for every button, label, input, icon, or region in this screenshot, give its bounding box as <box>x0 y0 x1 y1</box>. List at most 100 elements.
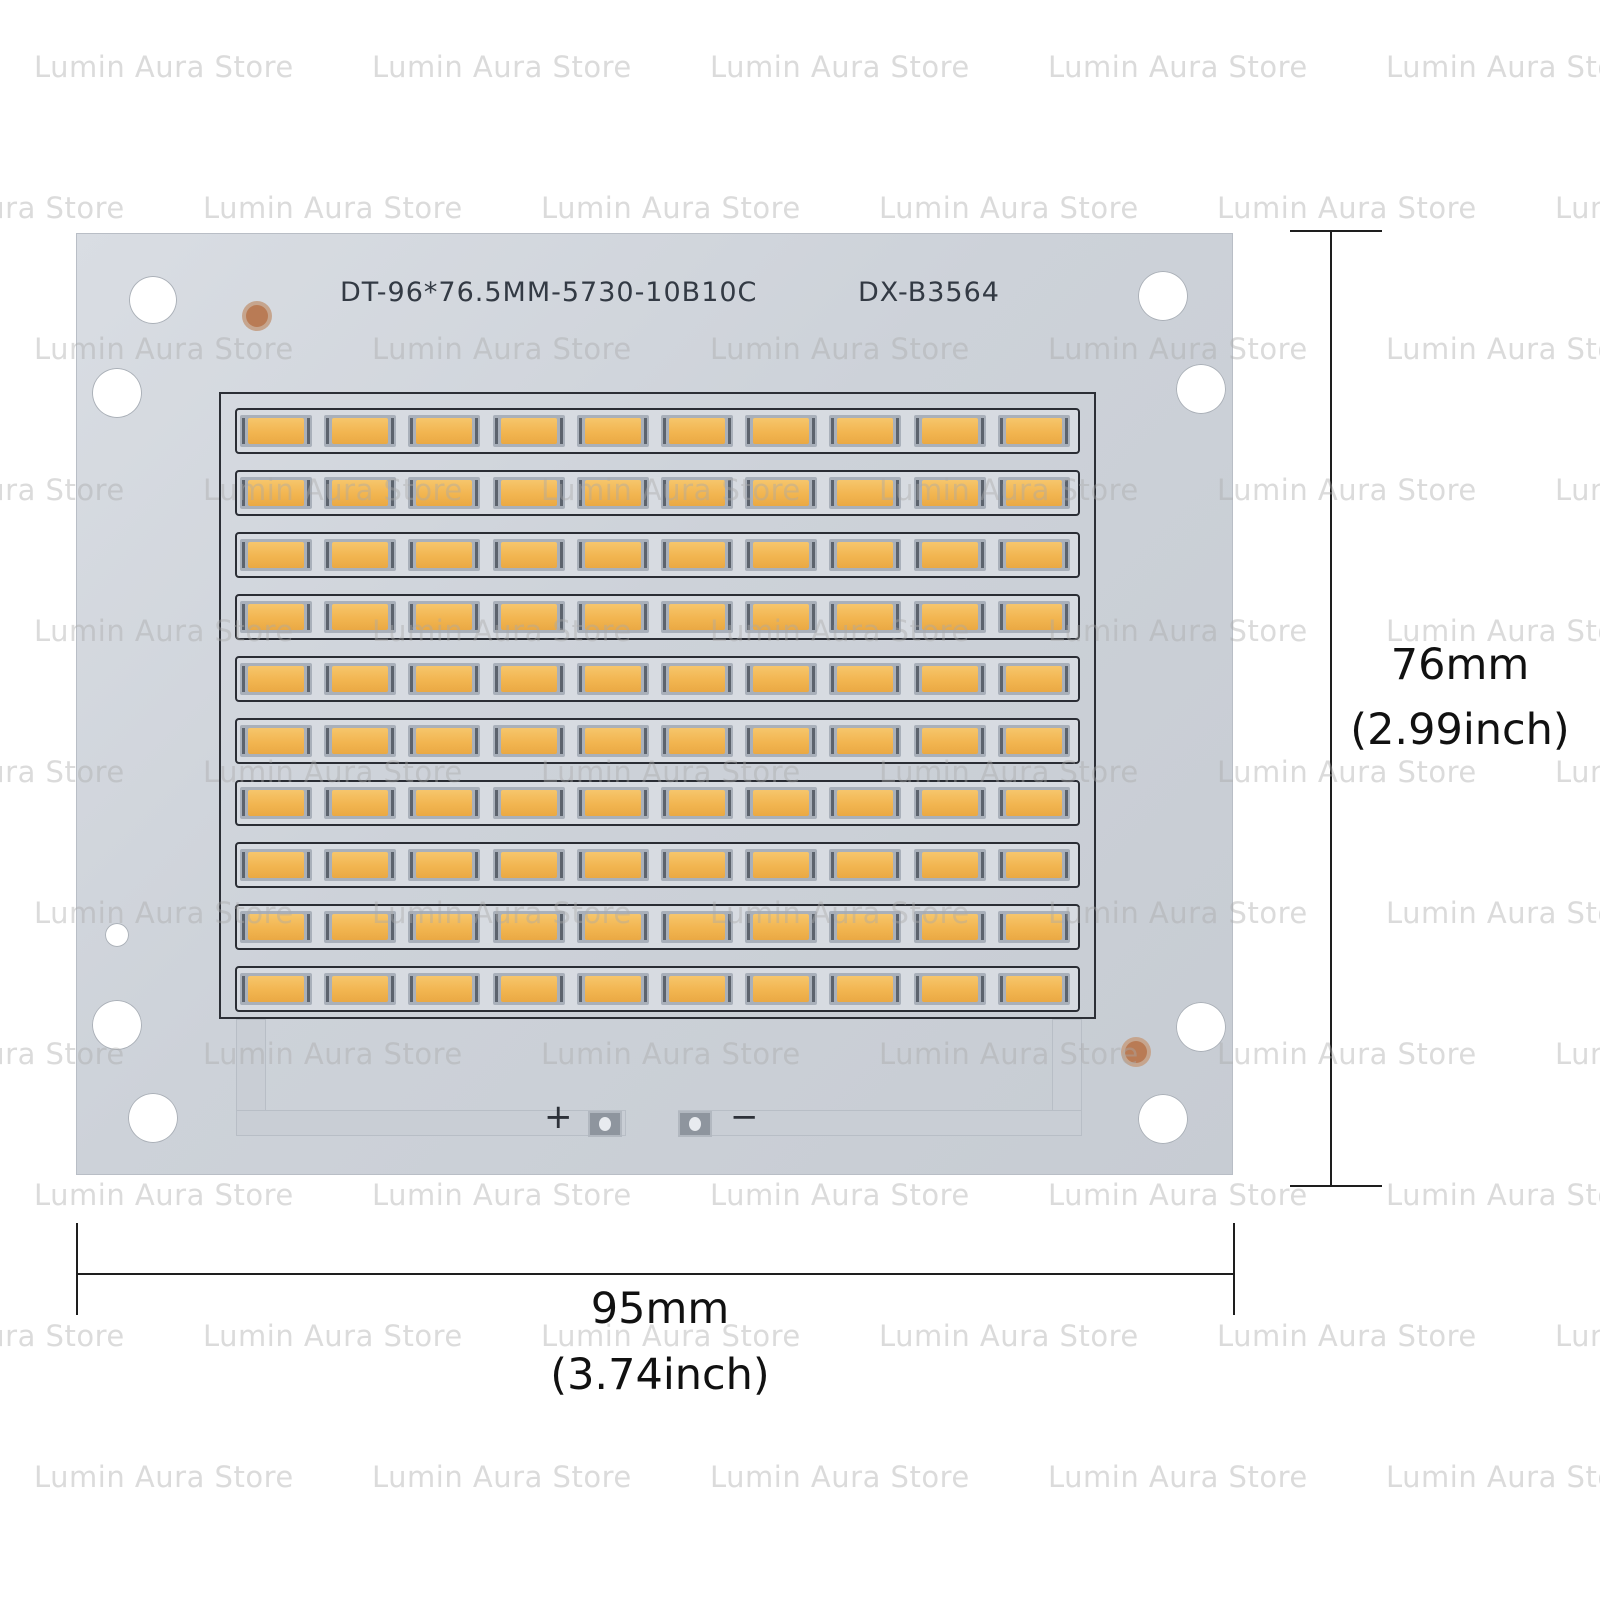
smd-led <box>240 663 312 695</box>
smd-led <box>829 911 902 943</box>
smd-led <box>913 601 986 633</box>
silkscreen-model-label: DT-96*76.5MM-5730-10B10C <box>340 277 758 308</box>
watermark-text: Lumin Aura Store <box>1217 473 1477 507</box>
width-dimension-tick-left <box>76 1223 78 1315</box>
smd-led <box>829 663 902 695</box>
alignment-hole <box>105 923 129 947</box>
watermark-text: Lumin Aura Store <box>1217 755 1477 789</box>
width-dimension-tick-right <box>1233 1223 1235 1315</box>
smd-led <box>240 787 312 819</box>
led-row <box>235 408 1080 454</box>
smd-led <box>408 849 481 881</box>
mounting-hole <box>92 1000 142 1050</box>
led-array-frame <box>219 392 1096 1019</box>
smd-led <box>661 477 733 509</box>
mounting-hole <box>128 1093 178 1143</box>
smd-led <box>661 725 733 757</box>
smd-led <box>576 973 649 1005</box>
watermark-text: Lumin Aura Store <box>203 191 463 225</box>
smd-led <box>576 539 649 571</box>
smd-led <box>576 415 649 447</box>
watermark-text: Lumin Aura Store <box>1217 1319 1477 1353</box>
height-dimension-line <box>1330 230 1332 1187</box>
width-mm-label: 95mm <box>590 1284 730 1334</box>
smd-led <box>913 415 986 447</box>
smd-led <box>997 477 1070 509</box>
led-row <box>235 904 1080 950</box>
watermark-text: Lumin Aura Store <box>1555 1037 1600 1071</box>
watermark-text: Lumin Aura Store <box>1217 1037 1477 1071</box>
smd-led <box>829 601 902 633</box>
watermark-text: Lumin Aura Store <box>372 1460 632 1494</box>
smd-led <box>661 911 733 943</box>
smd-led <box>661 415 733 447</box>
led-row <box>235 780 1080 826</box>
copper-trace <box>678 1110 1082 1136</box>
width-inch-label: (3.74inch) <box>550 1350 770 1400</box>
mounting-hole <box>92 368 142 418</box>
smd-led <box>576 787 649 819</box>
smd-led <box>408 725 481 757</box>
watermark-text: Lumin Aura Store <box>1386 1178 1600 1212</box>
smd-led <box>324 415 397 447</box>
led-row <box>235 532 1080 578</box>
smd-led <box>997 539 1070 571</box>
watermark-text: Lumin Aura Store <box>710 1460 970 1494</box>
smd-led <box>661 787 733 819</box>
smd-led <box>492 787 565 819</box>
height-dimension-tick-bottom <box>1290 1185 1382 1187</box>
smd-led <box>745 601 818 633</box>
smd-led <box>240 725 312 757</box>
smd-led <box>913 663 986 695</box>
smd-led <box>324 973 397 1005</box>
watermark-text: Lumin Aura Store <box>1555 755 1600 789</box>
watermark-text: Lumin Aura Store <box>203 1319 463 1353</box>
smd-led <box>997 911 1070 943</box>
positive-solder-pad <box>588 1111 622 1137</box>
smd-led <box>829 849 902 881</box>
smd-led <box>913 725 986 757</box>
smd-led <box>745 911 818 943</box>
watermark-text: Lumin Aura Store <box>1386 896 1600 930</box>
smd-led <box>576 911 649 943</box>
watermark-text: Lumin Aura Store <box>34 1178 294 1212</box>
watermark-text: Lumin Aura Store <box>34 50 294 84</box>
smd-led <box>661 663 733 695</box>
smd-led <box>492 973 565 1005</box>
smd-led <box>745 415 818 447</box>
watermark-text: Lumin Aura Store <box>710 50 970 84</box>
smd-led <box>745 725 818 757</box>
mounting-hole <box>1138 271 1188 321</box>
copper-trace <box>236 1110 626 1136</box>
watermark-text: Lumin Aura Store <box>1048 1178 1308 1212</box>
smd-led <box>745 973 818 1005</box>
smd-led <box>324 787 397 819</box>
watermark-text: Lumin Aura Store <box>1386 1460 1600 1494</box>
height-mm-label: 76mm <box>1390 640 1530 690</box>
test-via <box>246 305 268 327</box>
led-row <box>235 470 1080 516</box>
smd-led <box>829 477 902 509</box>
test-via <box>1125 1041 1147 1063</box>
led-row <box>235 656 1080 702</box>
smd-led <box>661 601 733 633</box>
smd-led <box>492 663 565 695</box>
smd-led <box>997 849 1070 881</box>
smd-led <box>240 415 312 447</box>
smd-led <box>997 787 1070 819</box>
smd-led <box>408 663 481 695</box>
smd-led <box>913 787 986 819</box>
smd-led <box>997 415 1070 447</box>
smd-led <box>745 539 818 571</box>
smd-led <box>829 973 902 1005</box>
watermark-text: Lumin Aura Store <box>710 1178 970 1212</box>
smd-led <box>661 973 733 1005</box>
width-dimension-line <box>76 1273 1235 1275</box>
height-dimension-tick-top <box>1290 230 1382 232</box>
watermark-text: Lumin Aura Store <box>0 191 125 225</box>
watermark-text: Lumin Aura Store <box>34 1460 294 1494</box>
smd-led <box>913 911 986 943</box>
led-row <box>235 842 1080 888</box>
smd-led <box>324 539 397 571</box>
